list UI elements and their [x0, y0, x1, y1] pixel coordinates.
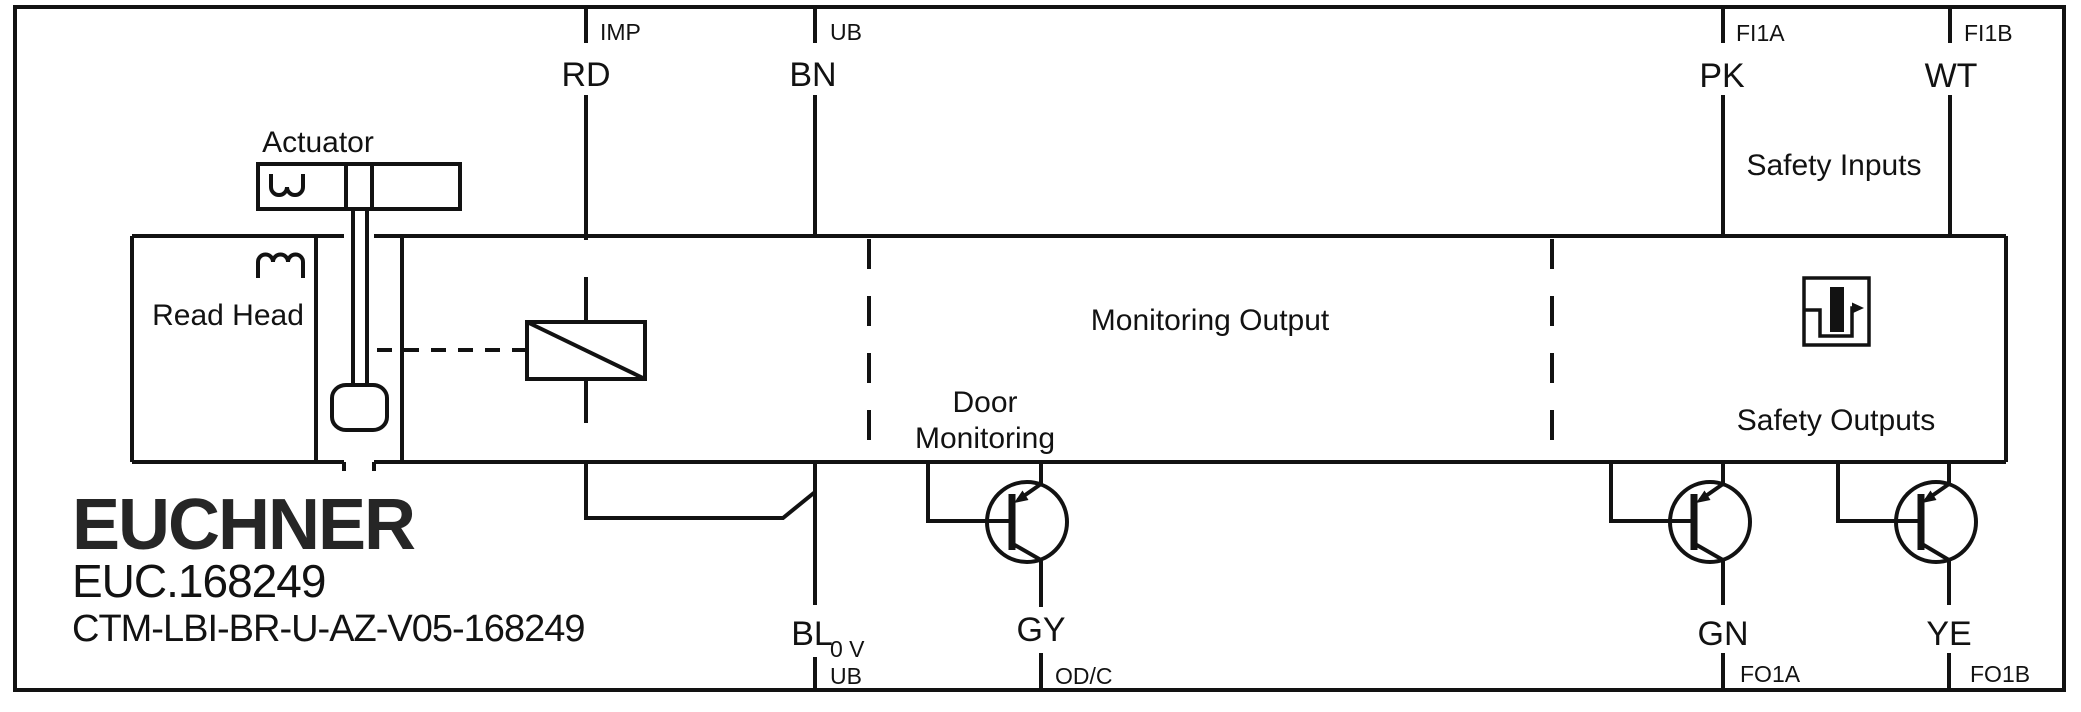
safety-output-transistor-ye-icon — [1836, 462, 1978, 691]
wire-label-wt: WT — [1925, 57, 1978, 95]
type-designation: CTM-LBI-BR-U-AZ-V05-168249 — [72, 608, 584, 650]
safety-inputs-label: Safety Inputs — [1746, 149, 1921, 182]
signal-label-fo1b: FO1B — [1970, 661, 2030, 687]
signal-label-fo1a: FO1A — [1740, 661, 1801, 687]
door-monitoring-transistor-icon — [926, 462, 1069, 691]
euchner-logo: EUCHNER — [72, 485, 415, 565]
wire-label-pk: PK — [1699, 57, 1745, 95]
order-number: EUC.168249 — [72, 555, 325, 607]
monitoring-output-label: Monitoring Output — [1091, 304, 1330, 337]
actuator-symbol — [256, 162, 462, 432]
wire-label-gn: GN — [1698, 615, 1749, 653]
wire-label-gy: GY — [1016, 611, 1065, 649]
signal-label-odc: OD/C — [1055, 663, 1113, 689]
wire-label-rd: RD — [561, 56, 610, 94]
relay-icon — [525, 277, 647, 423]
signal-label-fi1a: FI1A — [1736, 20, 1785, 46]
wire-label-ye: YE — [1926, 615, 1971, 653]
wire-label-bn: BN — [789, 56, 836, 94]
signal-label-fi1b: FI1B — [1964, 20, 2013, 46]
safety-outputs-label: Safety Outputs — [1737, 404, 1935, 437]
pulse-symbol-icon — [1802, 276, 1871, 347]
read-head-label: Read Head — [152, 299, 304, 332]
door-monitoring-label-line2: Monitoring — [915, 422, 1055, 455]
actuator-slot-mouth — [342, 462, 376, 471]
door-monitoring-label-line1: Door — [952, 386, 1017, 419]
signal-label-imp: IMP — [600, 19, 641, 45]
read-head-coil-icon — [256, 252, 305, 278]
actuator-coil-icon — [269, 174, 305, 197]
device-body-box — [130, 234, 2008, 471]
safety-output-transistor-gn-icon — [1609, 462, 1752, 691]
zero-volt-step-wire — [584, 462, 817, 520]
actuator-pin-tip — [330, 383, 389, 432]
signal-label-ub-top: UB — [830, 19, 862, 45]
actuator-pin — [351, 209, 369, 385]
actuator-label: Actuator — [262, 126, 374, 159]
signal-label-0v: 0 V — [830, 636, 865, 662]
wire-label-bl: BL — [791, 615, 833, 653]
signal-label-ub-bottom: UB — [830, 663, 862, 689]
